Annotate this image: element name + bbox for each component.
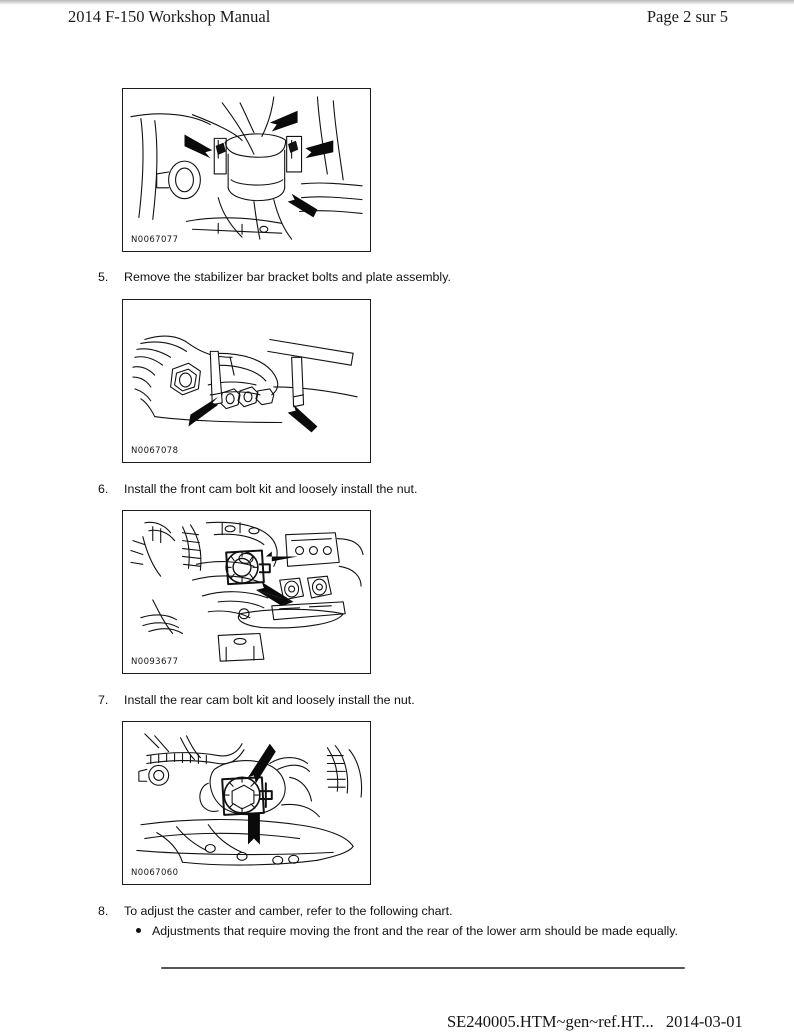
figure-label: N0067077 — [131, 235, 179, 245]
step-7-body: Install the rear cam bolt kit and loosel… — [124, 692, 718, 708]
callout-arrows — [184, 110, 334, 218]
bullet-dot-icon — [136, 928, 141, 933]
figure-n0067078-illustration — [132, 335, 358, 433]
footer-date: 2014-03-01 — [665, 1012, 743, 1031]
figure-n0067077: N0067077 — [122, 88, 371, 252]
header-page-number: Page 2 sur 5 — [646, 7, 728, 26]
callout-arrows — [255, 551, 298, 606]
step-8-bullet-list: Adjustments that require moving the fron… — [98, 923, 718, 939]
step-8-body: To adjust the caster and camber, refer t… — [124, 903, 718, 919]
figure-n0067060: N0067060 — [122, 721, 371, 885]
step-7-text: Install the rear cam bolt kit and loosel… — [124, 693, 415, 707]
figure-n0093677-illustration — [130, 521, 364, 662]
page-header: 2014 F-150 Workshop Manual Page 2 sur 5 — [0, 7, 794, 29]
figure-label: N0093677 — [131, 657, 179, 667]
step-8-number: 8. — [98, 904, 109, 918]
figure-label: N0067060 — [131, 868, 179, 878]
viewer-top-strip — [0, 0, 794, 5]
step-5-text: Remove the stabilizer bar bracket bolts … — [124, 270, 451, 284]
footer-filename: SE240005.HTM~gen~ref.HT... — [447, 1012, 654, 1031]
step-6-text: Install the front cam bolt kit and loose… — [124, 482, 418, 496]
step-5-number: 5. — [98, 270, 109, 284]
step-6: 6. Install the front cam bolt kit and lo… — [98, 481, 718, 497]
footer-content: SE240005.HTM~gen~ref.HT... 2014-03-01 — [447, 1012, 743, 1032]
step-8: 8. To adjust the caster and camber, refe… — [98, 903, 718, 939]
step-5-body: Remove the stabilizer bar bracket bolts … — [124, 269, 718, 285]
step-7: 7. Install the rear cam bolt kit and loo… — [98, 692, 718, 708]
step-8-text: To adjust the caster and camber, refer t… — [124, 904, 453, 918]
step-5: 5. Remove the stabilizer bar bracket bol… — [98, 269, 718, 285]
step-6-number: 6. — [98, 482, 109, 496]
list-item: Adjustments that require moving the fron… — [134, 923, 718, 939]
step-7-number: 7. — [98, 693, 109, 707]
figure-n0093677: N0093677 — [122, 510, 371, 674]
figure-n0067060-illustration — [136, 733, 363, 866]
figure-label: N0067078 — [131, 446, 179, 456]
page-footer: SE240005.HTM~gen~ref.HT... 2014-03-01 — [0, 1012, 794, 1034]
callout-arrows — [247, 743, 276, 845]
step-8-bullet-text: Adjustments that require moving the fron… — [152, 924, 678, 938]
chart-table-top-rule — [161, 967, 685, 969]
figure-n0067078: N0067078 — [122, 299, 371, 463]
callout-arrows — [188, 396, 318, 433]
step-6-body: Install the front cam bolt kit and loose… — [124, 481, 718, 497]
figure-n0067077-illustration — [130, 96, 363, 240]
header-title: 2014 F-150 Workshop Manual — [68, 7, 271, 26]
